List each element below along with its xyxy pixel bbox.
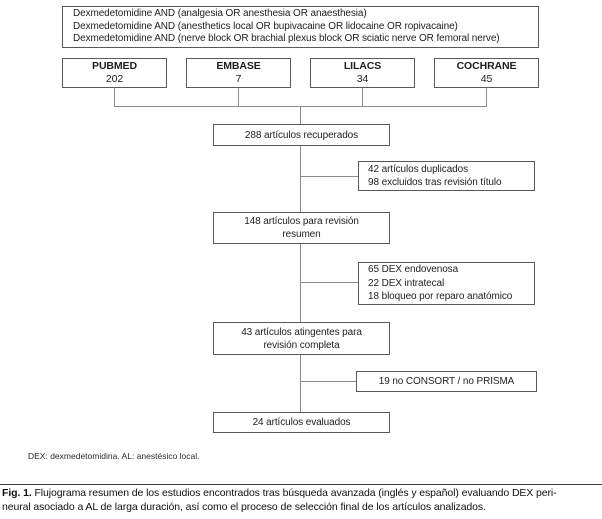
flow-box-retrieved: 288 artículos recuperados [213, 124, 390, 146]
exclusion-line: 42 artículos duplicados [368, 163, 468, 175]
abbreviations-footnote: DEX: dexmedetomidina. AL: anestésico loc… [28, 451, 200, 461]
database-box-embase: EMBASE 7 [186, 58, 291, 88]
database-count: 45 [480, 73, 493, 85]
exclusion-box-consort-prisma: 19 no CONSORT / no PRISMA [356, 371, 537, 392]
connector-lilacs-stub [362, 88, 363, 106]
figure-caption: Fig. 1. Flujograma resumen de los estudi… [2, 487, 601, 514]
search-strategy-line: Dexmedetomidine AND (anesthetics local O… [73, 20, 458, 32]
figure-caption-text-line2: neural asociado a AL de larga duración, … [2, 500, 486, 513]
figure-caption-text-line1: Flujograma resumen de los estudios encon… [34, 487, 557, 499]
connector-pubmed-stub [114, 88, 115, 106]
flow-box-line: resumen [282, 229, 321, 240]
database-name: PUBMED [92, 60, 137, 72]
exclusion-box-dex-routes: 65 DEX endovenosa 22 DEX intratecal 18 b… [358, 262, 535, 305]
exclusion-line: 19 no CONSORT / no PRISMA [378, 375, 515, 387]
exclusion-box-duplicates: 42 artículos duplicados 98 excluidos tra… [358, 161, 535, 191]
connector-embase-stub [238, 88, 239, 106]
flow-box-abstract-review: 148 artículos para revisión resumen [213, 212, 390, 244]
connector-retrieved-to-abstract [300, 146, 301, 212]
flow-box-line: 43 artículos atingentes para [241, 326, 362, 338]
database-name: LILACS [343, 60, 382, 72]
database-name: EMBASE [216, 60, 261, 72]
flow-box-line: 288 artículos recuperados [244, 129, 359, 141]
connector-cochrane-stub [486, 88, 487, 106]
connector-branch-consort [300, 381, 356, 382]
flow-box-line: 148 artículos para revisión [244, 216, 359, 227]
database-box-cochrane: COCHRANE 45 [434, 58, 539, 88]
database-count: 7 [235, 73, 242, 85]
database-box-lilacs: LILACS 34 [310, 58, 415, 88]
connector-branch-duplicates [300, 176, 358, 177]
database-count: 34 [356, 73, 369, 85]
search-strategy-line: Dexmedetomidine AND (nerve block OR brac… [73, 33, 500, 45]
database-count: 202 [105, 73, 124, 85]
connector-branch-dex [300, 282, 358, 283]
search-strategy-line: Dexmedetomidine AND (analgesia OR anesth… [73, 8, 367, 20]
database-box-pubmed: PUBMED 202 [62, 58, 167, 88]
database-name: COCHRANE [456, 60, 517, 72]
flow-box-line: 24 artículos evaluados [252, 417, 351, 428]
flow-box-line: revisión completa [263, 339, 340, 351]
connector-fulltext-to-final [300, 355, 301, 412]
connector-merge-to-retrieved [300, 106, 301, 124]
exclusion-line: 18 bloqueo por reparo anatómico [368, 291, 513, 303]
exclusion-line: 65 DEX endovenosa [368, 264, 459, 276]
search-strategy-box: Dexmedetomidine AND (analgesia OR anesth… [62, 6, 539, 48]
exclusion-line: 98 excluidos tras revisión título [368, 177, 502, 188]
flow-box-fulltext-review: 43 artículos atingentes para revisión co… [213, 322, 390, 355]
caption-separator-line [0, 484, 602, 485]
figure-caption-label: Fig. 1. [2, 487, 32, 499]
exclusion-line: 22 DEX intratecal [368, 277, 445, 289]
flow-box-evaluated: 24 artículos evaluados [213, 412, 390, 433]
connector-abstract-to-fulltext [300, 244, 301, 322]
